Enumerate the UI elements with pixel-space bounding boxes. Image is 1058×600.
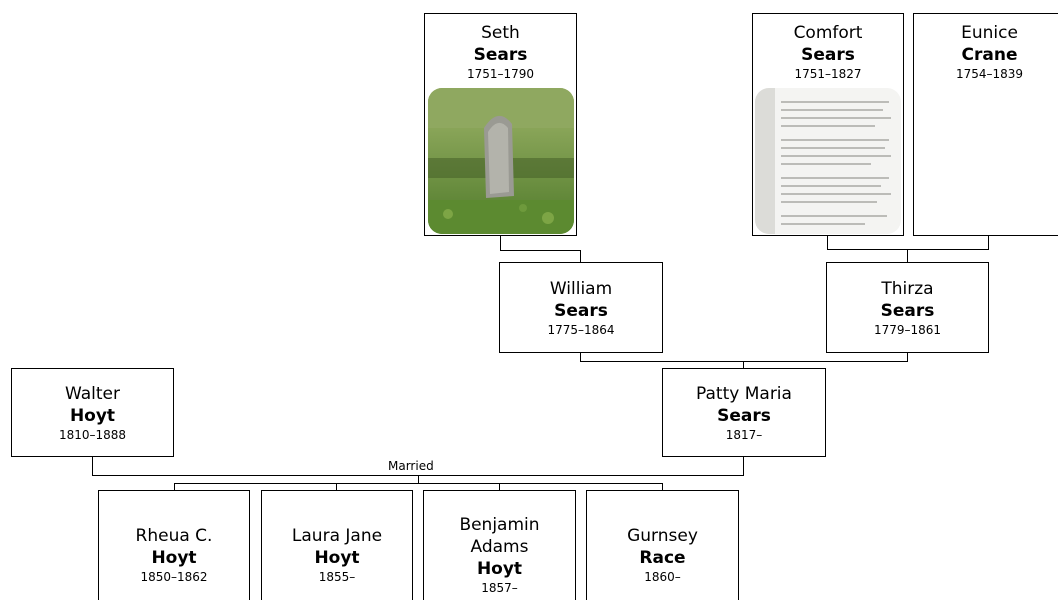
surname: Hoyt <box>476 559 523 579</box>
connector-line <box>827 249 989 250</box>
surname: Hoyt <box>151 548 197 568</box>
given-name: Rheua C. <box>135 526 213 546</box>
connector-line <box>500 250 581 251</box>
life-dates: 1817– <box>725 427 763 442</box>
life-dates: 1751–1790 <box>466 67 535 81</box>
connector-line <box>418 475 419 483</box>
person-card-benjamin-adams-hoyt[interactable]: Benjamin Adams Hoyt 1857– <box>423 490 576 600</box>
given-name: Patty Maria <box>696 383 792 404</box>
connector-line <box>988 236 989 250</box>
life-dates: 1810–1888 <box>58 427 127 442</box>
connector-line <box>174 483 663 484</box>
life-dates: 1754–1839 <box>955 67 1024 81</box>
person-card-eunice-crane[interactable]: Eunice Crane 1754–1839 <box>913 13 1058 236</box>
person-card-rheua-c-hoyt[interactable]: Rheua C. Hoyt 1850–1862 <box>98 490 250 600</box>
life-dates: 1860– <box>644 570 681 584</box>
surname: Sears <box>473 45 528 65</box>
surname: Sears <box>554 300 608 321</box>
connector-line <box>580 361 908 362</box>
surname: Crane <box>961 45 1018 65</box>
surname: Sears <box>717 405 771 426</box>
connector-line <box>499 483 500 491</box>
connector-line <box>336 483 337 491</box>
given-name-line2: Adams <box>470 537 529 557</box>
given-name: Walter <box>65 383 120 404</box>
document-scan-photo <box>755 88 901 234</box>
person-card-thirza-sears[interactable]: Thirza Sears 1779–1861 <box>826 262 989 353</box>
connector-line <box>92 456 93 476</box>
life-dates: 1779–1861 <box>873 322 942 337</box>
connector-line <box>174 483 175 491</box>
connector-line <box>500 236 501 250</box>
given-name: William <box>549 278 613 299</box>
connector-line <box>743 456 744 476</box>
connector-line <box>662 483 663 491</box>
given-name-line1: Benjamin <box>459 515 540 535</box>
given-name: Comfort <box>793 23 863 43</box>
surname: Hoyt <box>69 405 116 426</box>
connector-line <box>907 352 908 362</box>
surname: Sears <box>880 300 935 321</box>
connector-line <box>580 250 581 263</box>
person-card-seth-sears[interactable]: Seth Sears 1751–1790 <box>424 13 577 236</box>
life-dates: 1857– <box>481 581 518 595</box>
given-name: Laura Jane <box>291 526 383 546</box>
given-name: Gurnsey <box>627 526 698 546</box>
connector-line <box>580 352 581 362</box>
person-card-william-sears[interactable]: William Sears 1775–1864 <box>499 262 663 353</box>
connector-line <box>743 361 744 369</box>
person-card-walter-hoyt[interactable]: Walter Hoyt 1810–1888 <box>11 368 174 457</box>
person-card-patty-maria-sears[interactable]: Patty Maria Sears 1817– <box>662 368 826 457</box>
life-dates: 1850–1862 <box>140 570 208 584</box>
person-card-laura-jane-hoyt[interactable]: Laura Jane Hoyt 1855– <box>261 490 413 600</box>
given-name: Thirza <box>881 278 934 299</box>
connector-line <box>827 236 828 250</box>
person-card-gurnsey-race[interactable]: Gurnsey Race 1860– <box>586 490 739 600</box>
given-name: Eunice <box>961 23 1018 43</box>
life-dates: 1751–1827 <box>794 67 862 81</box>
gravestone-photo <box>427 88 574 234</box>
married-label: Married <box>386 459 436 473</box>
given-name: Seth <box>481 23 520 43</box>
life-dates: 1775–1864 <box>547 322 615 337</box>
surname: Race <box>639 548 686 568</box>
connector-line <box>907 249 908 263</box>
life-dates: 1855– <box>318 570 356 584</box>
person-card-comfort-sears[interactable]: Comfort Sears 1751–1827 <box>752 13 904 236</box>
surname: Sears <box>801 45 855 65</box>
surname: Hoyt <box>314 548 360 568</box>
